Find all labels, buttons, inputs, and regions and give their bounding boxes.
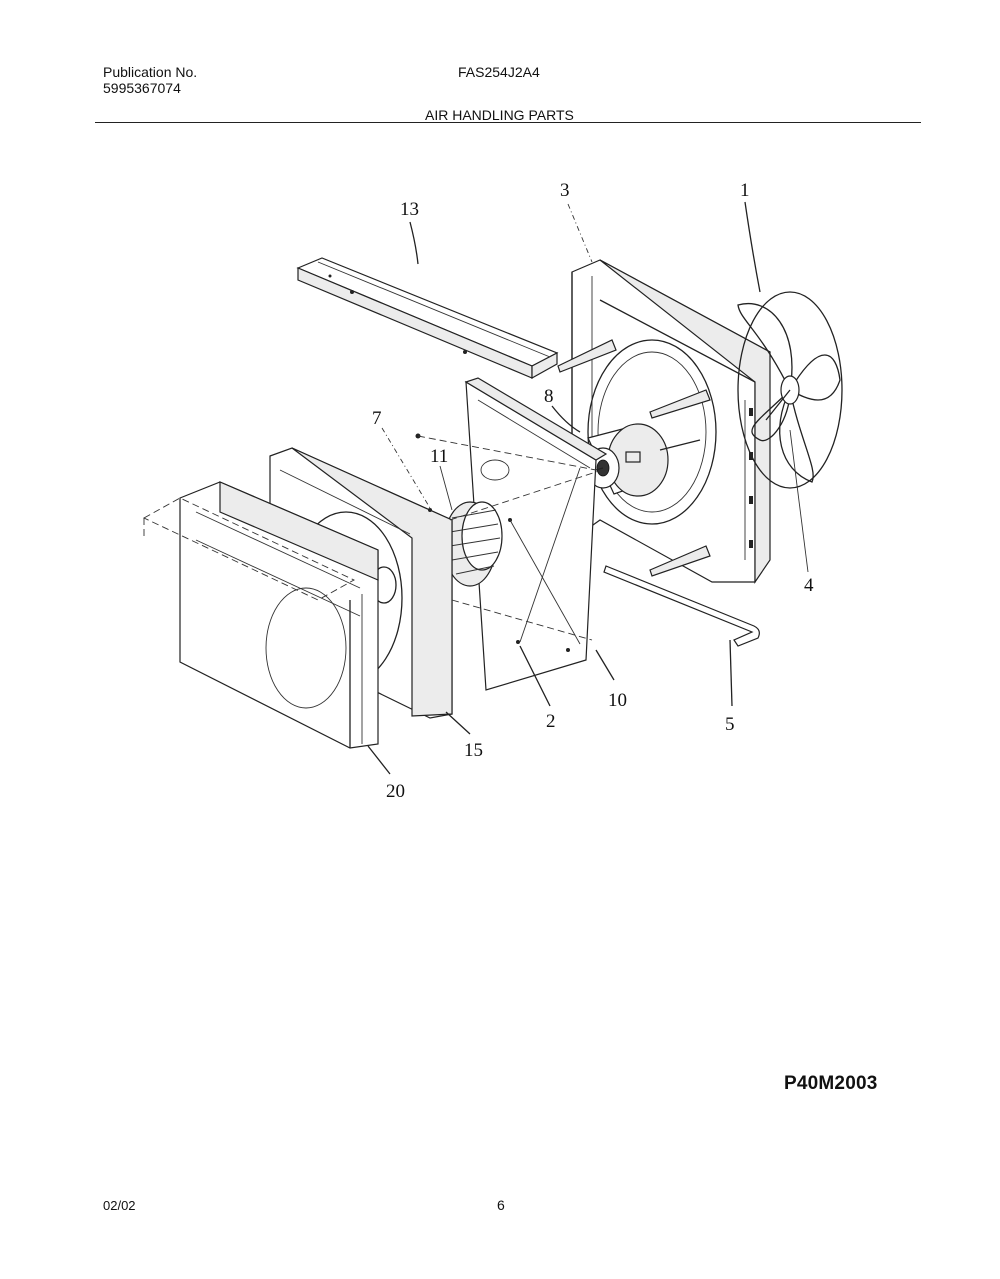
- callout-10: 10: [608, 690, 627, 711]
- callout-15: 15: [464, 740, 483, 761]
- callout-13: 13: [400, 199, 419, 220]
- callout-11: 11: [430, 446, 448, 467]
- callout-7: 7: [372, 408, 382, 429]
- part-11-blower-wheel: [443, 501, 503, 587]
- part-20-front-panel: [143, 481, 379, 749]
- drawing-code: P40M2003: [784, 1073, 878, 1094]
- section-title: AIR HANDLING PARTS: [425, 107, 574, 123]
- callout-1: 1: [740, 180, 750, 201]
- part-1-fan-blade: [737, 291, 843, 489]
- callout-3: 3: [560, 180, 570, 201]
- callout-5: 5: [725, 714, 735, 735]
- part-3-shroud: [557, 259, 771, 584]
- callout-8: 8: [544, 386, 554, 407]
- page-number: 6: [497, 1197, 505, 1213]
- callout-2: 2: [546, 711, 556, 732]
- publication-label: Publication No.: [103, 64, 198, 80]
- callout-20: 20: [386, 781, 405, 802]
- footer-date: 02/02: [103, 1198, 136, 1213]
- part-5-drain-rod: [603, 565, 760, 647]
- model-number: FAS254J2A4: [458, 64, 540, 80]
- callout-4: 4: [804, 575, 814, 596]
- publication-number: 5995367074: [103, 80, 181, 96]
- leader-lines: [367, 201, 809, 775]
- part-13-top-plate: [296, 257, 559, 380]
- header-rule: [95, 122, 921, 123]
